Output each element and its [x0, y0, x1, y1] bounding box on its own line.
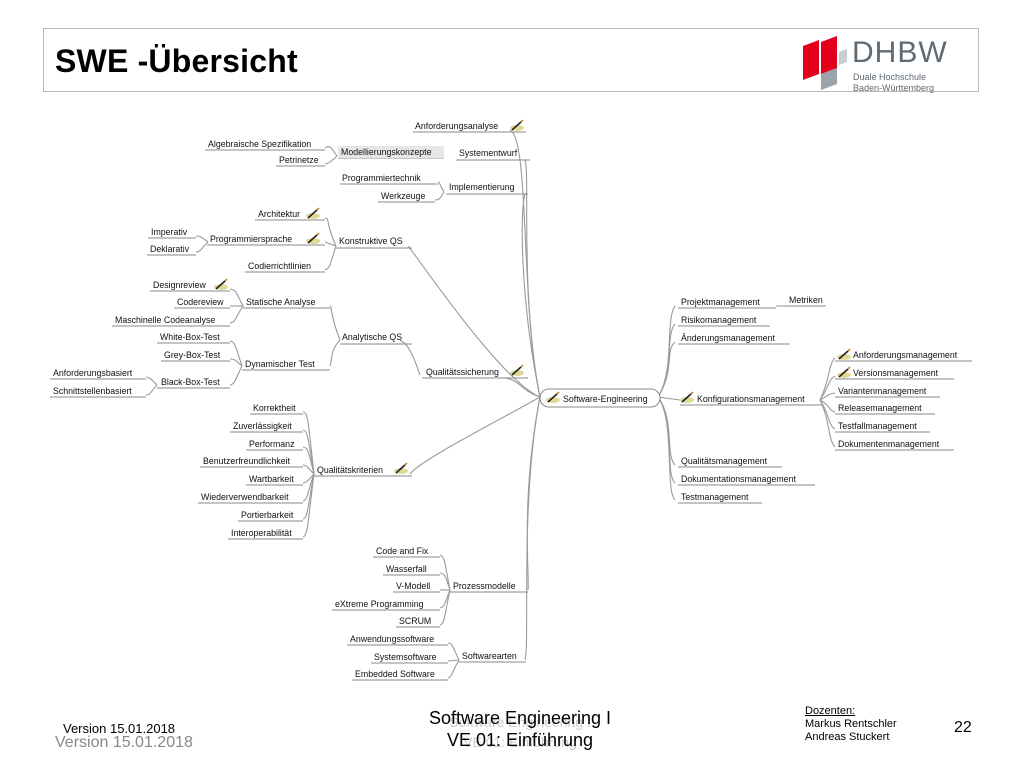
page-title: SWE -Übersicht: [55, 43, 298, 79]
node-imperativ: Imperativ: [151, 227, 188, 237]
node-white-box-test: White-Box-Test: [160, 332, 220, 342]
node-konfigurationsmanagement: Konfigurationsmanagement: [697, 394, 805, 404]
node-qualitaetsmanagement: Qualitätsmanagement: [681, 456, 768, 466]
dhbw-logo-mark: [803, 36, 847, 90]
node-aenderungsmanagement: Änderungsmanagement: [681, 333, 775, 343]
pencil-icon: [836, 348, 852, 361]
pencil-icon: [679, 391, 695, 404]
node-analytische-qs: Analytische QS: [342, 332, 402, 342]
node-algebraische-spezifikation: Algebraische Spezifikation: [208, 139, 311, 149]
node-qualitaetskriterien: Qualitätskriterien: [317, 465, 383, 475]
node-wartbarkeit: Wartbarkeit: [249, 474, 294, 484]
node-zuverlaessigkeit: Zuverlässigkeit: [233, 421, 292, 431]
node-codierrichtlinien: Codierrichtlinien: [248, 261, 311, 271]
node-programmiertechnik: Programmiertechnik: [342, 173, 421, 183]
pencil-icon: [305, 207, 321, 220]
ghost-course-sub: VE 01: Einführung: [463, 734, 577, 750]
page-number: 22: [954, 719, 972, 736]
pencil-icon: [213, 278, 229, 291]
node-testmanagement: Testmanagement: [681, 492, 749, 502]
node-anforderungsbasiert: Anforderungsbasiert: [53, 368, 133, 378]
root-node: [539, 388, 661, 408]
course-subtitle: VE 01: Einführung: [446, 730, 594, 750]
root-label: Software-Engineering: [563, 394, 648, 404]
node-wasserfall: Wasserfall: [386, 564, 427, 574]
lecturers-label: Dozenten:: [805, 705, 856, 717]
node-scrum: SCRUM: [399, 616, 431, 626]
node-code-and-fix: Code and Fix: [376, 546, 429, 556]
node-portierbarkeit: Portierbarkeit: [241, 510, 294, 520]
node-embedded-software: Embedded Software: [355, 669, 435, 679]
node-anforderungsmanagement: Anforderungsmanagement: [853, 350, 958, 360]
node-konstruktive-qs: Konstruktive QS: [339, 236, 403, 246]
ghost-course-title: Software Engineering I: [449, 714, 591, 730]
node-risikomanagement: Risikomanagement: [681, 315, 757, 325]
pencil-icon: [509, 364, 525, 377]
node-extreme-programming: eXtreme Programming: [335, 599, 424, 609]
logo-wordmark: DHBW: [852, 36, 948, 69]
node-statische-analyse: Statische Analyse: [246, 297, 316, 307]
node-grey-box-test: Grey-Box-Test: [164, 350, 221, 360]
node-benutzerfreundlichkeit: Benutzerfreundlichkeit: [203, 456, 291, 466]
node-architektur: Architektur: [258, 209, 300, 219]
node-wiederverwendbarkeit: Wiederverwendbarkeit: [201, 492, 289, 502]
node-versionsmanagement: Versionsmanagement: [853, 368, 939, 378]
logo-subtitle-2: Baden-Württemberg: [853, 83, 935, 93]
node-modellierungskonzepte: Modellierungskonzepte: [341, 147, 432, 157]
node-werkzeuge: Werkzeuge: [381, 191, 425, 201]
lecturers-block: Dozenten: Markus Rentschler Andreas Stuc…: [805, 705, 897, 744]
node-schnittstellenbasiert: Schnittstellenbasiert: [53, 386, 132, 396]
node-codereview: Codereview: [177, 297, 224, 307]
node-deklarativ: Deklarativ: [150, 244, 190, 254]
node-systementwurf: Systementwurf: [459, 148, 518, 158]
node-metriken: Metriken: [789, 295, 823, 305]
node-black-box-test: Black-Box-Test: [161, 377, 220, 387]
lecturer-name: Markus Rentschler: [805, 718, 897, 730]
dhbw-logo: DHBW Duale Hochschule Baden-Württemberg: [801, 32, 971, 93]
node-dokumentationsmanagement: Dokumentationsmanagement: [681, 474, 796, 484]
node-anforderungsanalyse: Anforderungsanalyse: [415, 121, 498, 131]
pencil-icon: [509, 119, 525, 132]
course-title: Software Engineering I: [428, 708, 612, 728]
logo-subtitle-1: Duale Hochschule: [853, 72, 927, 82]
node-maschinelle-codeanalyse: Maschinelle Codeanalyse: [115, 315, 215, 325]
node-systemsoftware: Systemsoftware: [374, 652, 437, 662]
node-performanz: Performanz: [249, 439, 294, 449]
node-v-modell: V-Modell: [396, 581, 430, 591]
lecturer-name: Andreas Stuckert: [805, 731, 890, 743]
node-petrinetze: Petrinetze: [279, 155, 319, 165]
node-implementierung: Implementierung: [449, 182, 515, 192]
node-dynamischer-test: Dynamischer Test: [245, 359, 315, 369]
mindmap-underlines: [50, 131, 972, 681]
mindmap-edges: [145, 129, 836, 679]
highlight-box: [338, 146, 444, 158]
node-releasemanagement: Releasemanagement: [838, 403, 922, 413]
node-anwendungssoftware: Anwendungssoftware: [350, 634, 434, 644]
node-variantenmanagement: Variantenmanagement: [838, 386, 927, 396]
node-qualitaetssicherung: Qualitätssicherung: [426, 367, 499, 377]
node-dokumentenmanagement: Dokumentenmanagement: [838, 439, 940, 449]
node-softwarearten: Softwarearten: [462, 651, 517, 661]
version-label: Version 15.01.2018: [63, 721, 176, 736]
node-prozessmodelle: Prozessmodelle: [453, 581, 516, 591]
footer-ghost-text: Software Engineering I VE 01: Einführung: [420, 712, 620, 752]
node-testfallmanagement: Testfallmanagement: [838, 421, 917, 431]
slide-header: SWE -Übersicht DHBW Duale Hochschule Bad…: [43, 28, 979, 93]
version-label-shadow: Version 15.01.2018: [55, 734, 193, 751]
pencil-icon: [305, 232, 321, 245]
node-projektmanagement: Projektmanagement: [681, 297, 760, 307]
node-designreview: Designreview: [153, 280, 206, 290]
pencil-icon: [836, 366, 852, 379]
node-programmiersprache: Programmiersprache: [210, 234, 292, 244]
node-korrektheit: Korrektheit: [253, 403, 296, 413]
pencil-icon: [393, 462, 409, 475]
node-interoperabilitaet: Interoperabilität: [231, 528, 292, 538]
